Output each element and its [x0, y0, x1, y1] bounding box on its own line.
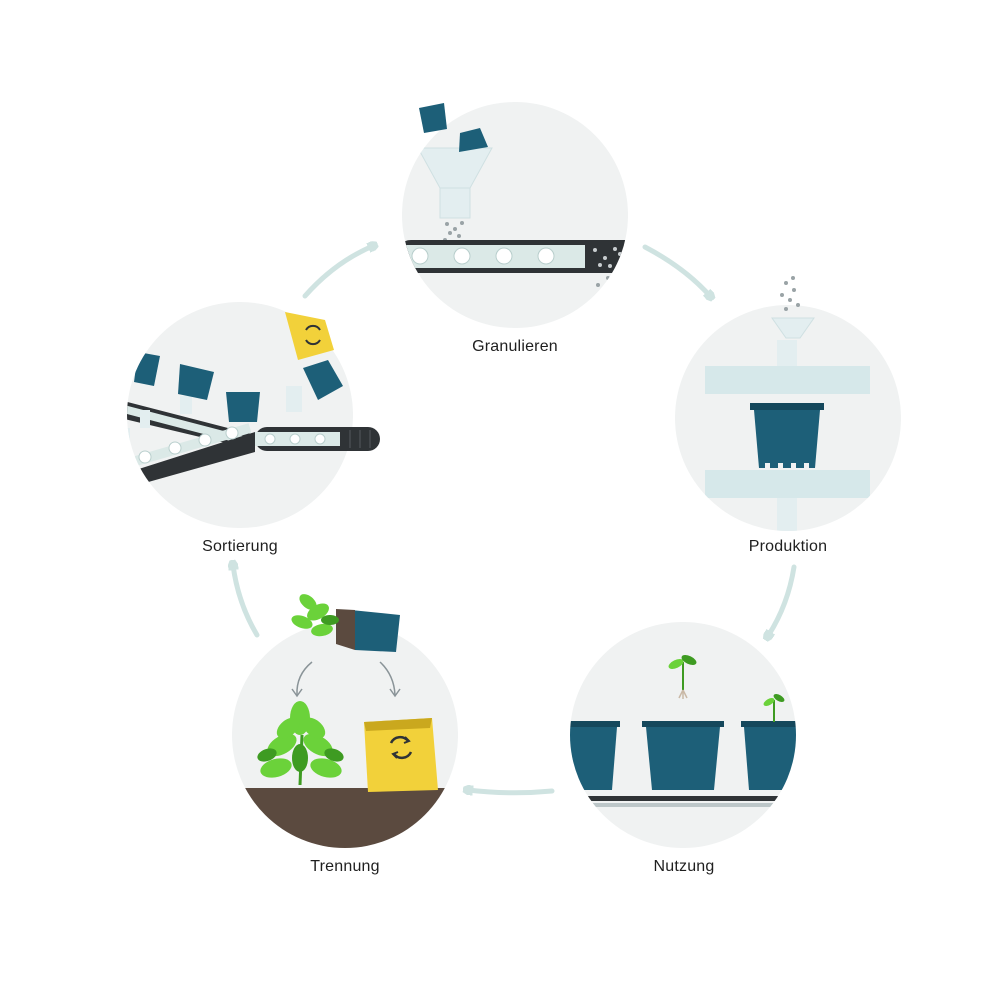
plant-pot-icon	[419, 103, 488, 152]
stage-label-trennung: Trennung	[310, 858, 380, 875]
stage-label-granulieren: Granulieren	[472, 338, 558, 355]
conveyor-belt-icon	[255, 427, 380, 451]
plant-icon	[257, 701, 344, 786]
funnel-icon	[417, 147, 493, 219]
plant-pot-icon	[570, 721, 796, 790]
flow-arrow-icon	[642, 244, 710, 296]
stage-produktion	[675, 276, 901, 531]
conveyor-belt-icon	[402, 240, 628, 273]
flow-arrows	[233, 244, 797, 793]
seedling-icon	[763, 694, 785, 722]
funnel-icon	[771, 317, 815, 339]
plant-pot-icon	[286, 360, 343, 412]
conveyor-belt-icon	[127, 396, 255, 490]
stage-label-produktion: Produktion	[748, 538, 828, 555]
seedling-icon	[668, 655, 697, 699]
injection-machine	[705, 340, 870, 531]
recycle-icon	[389, 735, 413, 760]
stage-trennung	[232, 594, 458, 848]
stage-circle	[402, 102, 628, 328]
stage-sortierung	[127, 302, 380, 528]
shelf-rail	[570, 796, 796, 807]
recycling-bag-icon	[285, 312, 334, 360]
separation-arrows	[291, 661, 401, 698]
flow-arrow-icon	[468, 790, 555, 793]
stage-label-sortierung: Sortierung	[202, 538, 278, 555]
stage-nutzung	[570, 622, 796, 848]
plant-pot-icon	[336, 609, 400, 652]
soil	[232, 788, 458, 848]
granules	[780, 276, 800, 311]
stage-granulieren	[402, 102, 628, 328]
flow-arrow-icon	[302, 246, 373, 299]
recycling-bag-icon	[364, 718, 438, 792]
plant-icon	[291, 594, 339, 637]
recycle-icon	[305, 324, 321, 346]
flow-arrow-icon	[768, 564, 797, 636]
flow-arrow-icon	[233, 565, 260, 638]
plant-pot-icon	[750, 403, 824, 468]
stage-label-nutzung: Nutzung	[653, 858, 715, 875]
